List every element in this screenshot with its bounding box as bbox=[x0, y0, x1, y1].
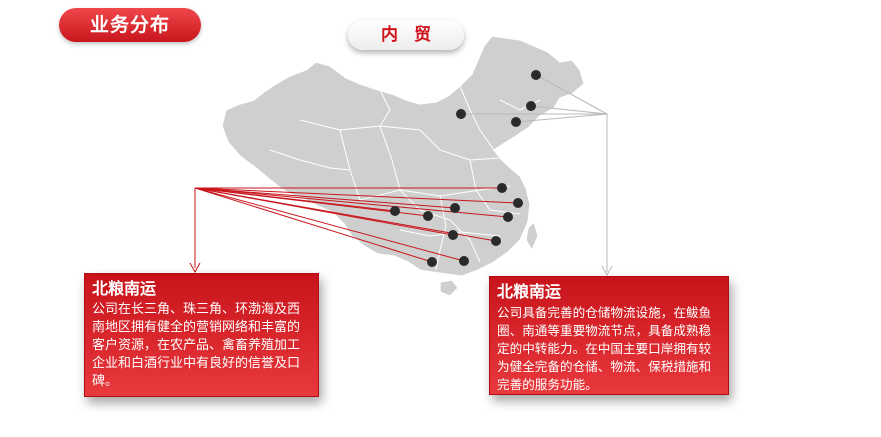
north-route-line-1 bbox=[535, 74, 608, 115]
province-border-12 bbox=[269, 149, 351, 171]
south-route-line-2 bbox=[194, 187, 519, 204]
location-dot-7 bbox=[450, 203, 460, 213]
china-map-land bbox=[221, 35, 585, 297]
arrow-connectors bbox=[189, 114, 613, 277]
province-border-3 bbox=[379, 125, 421, 211]
section-title: 业务分布 bbox=[89, 14, 170, 36]
province-border-13 bbox=[379, 89, 391, 127]
info-card-left: 北粮南运 公司在长三角、珠三角、环渤海及西南地区拥有健全的营销网络和丰富的客户资… bbox=[84, 273, 319, 397]
card-right-title: 北粮南运 bbox=[497, 282, 562, 301]
north-route-lines bbox=[461, 74, 608, 123]
south-route-line-8 bbox=[194, 187, 497, 242]
province-borders bbox=[269, 85, 541, 271]
location-dot-5 bbox=[497, 183, 507, 193]
north-route-line-2 bbox=[530, 105, 608, 115]
location-dot-8 bbox=[390, 206, 400, 216]
location-dot-14 bbox=[427, 257, 437, 267]
domestic-trade-label: 内贸 bbox=[381, 25, 447, 45]
domestic-trade-tag: 内贸 bbox=[348, 20, 464, 50]
province-border-10 bbox=[459, 85, 495, 151]
location-dot-9 bbox=[423, 211, 433, 221]
card-right-body: 公司具备完善的仓储物流设施，在鲅鱼圈、南通等重要物流节点，具备成熟稳定的中转能力… bbox=[497, 305, 712, 392]
location-dot-3 bbox=[456, 109, 466, 119]
north-route-line-4 bbox=[515, 113, 608, 123]
location-dot-6 bbox=[513, 198, 523, 208]
location-dot-2 bbox=[526, 101, 536, 111]
south-route-lines bbox=[194, 187, 519, 263]
location-dot-11 bbox=[448, 230, 458, 240]
location-dot-10 bbox=[503, 212, 513, 222]
south-route-line-10 bbox=[194, 187, 433, 263]
info-card-right: 北粮南运 公司具备完善的仓储物流设施，在鲅鱼圈、南通等重要物流节点，具备成熟稳定… bbox=[489, 276, 729, 395]
province-border-8 bbox=[469, 159, 521, 215]
right-arrow-head bbox=[601, 265, 613, 277]
location-dots bbox=[390, 70, 541, 267]
section-title-badge: 业务分布 bbox=[59, 8, 201, 42]
card-left-body: 公司在长三角、珠三角、环渤海及西南地区拥有健全的营销网络和丰富的客户资源，在农产… bbox=[92, 302, 301, 389]
card-left-title: 北粮南运 bbox=[92, 279, 157, 298]
hainan-island bbox=[439, 279, 459, 297]
left-arrow-head bbox=[189, 262, 201, 274]
province-border-6 bbox=[419, 209, 481, 263]
south-route-line-3 bbox=[194, 187, 456, 209]
south-route-line-9 bbox=[194, 187, 465, 262]
location-dot-1 bbox=[531, 70, 541, 80]
province-border-4 bbox=[419, 129, 501, 161]
province-border-1 bbox=[299, 119, 421, 131]
location-dot-12 bbox=[491, 236, 501, 246]
south-route-line-5 bbox=[194, 187, 429, 217]
location-dot-13 bbox=[459, 256, 469, 266]
location-dot-4 bbox=[511, 117, 521, 127]
taiwan-island bbox=[525, 220, 539, 252]
